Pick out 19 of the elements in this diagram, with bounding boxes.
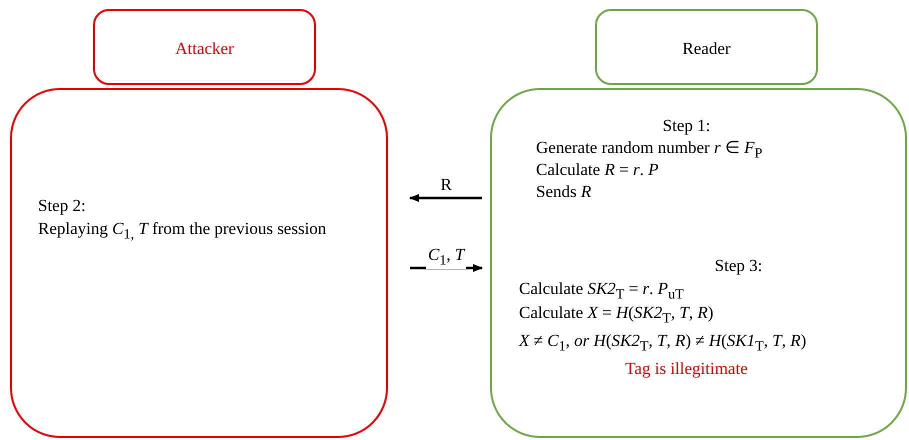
- actor-box: [595, 9, 818, 85]
- result-text: Tag is illegitimate: [624, 359, 749, 379]
- arrow: [409, 194, 482, 202]
- step-text: X ≠ C$_{1}$, or H(SK2$_{T}$, T, R) ≠ H(SK1$_{T}$, T, R): [519, 331, 806, 356]
- process-box: [490, 88, 907, 438]
- step-text: Calculate R = r. P: [536, 160, 658, 180]
- actor-box: [93, 9, 316, 85]
- process-box: [10, 88, 388, 438]
- step-heading: Step 1:: [662, 116, 712, 136]
- arrow: [410, 264, 483, 272]
- step-heading: Step 2:: [38, 196, 86, 216]
- step-text: Sends R: [536, 182, 592, 202]
- step-text: Replaying C$_{1,}$ T from the previous session: [38, 219, 326, 244]
- actor-label: Reader: [681, 39, 732, 59]
- step-heading: Step 3:: [714, 256, 764, 276]
- edge-label: C$_{1}$, T: [426, 246, 466, 270]
- actor-label: Attacker: [174, 39, 235, 59]
- step-text: Calculate X = H(SK2$_{T}$, T, R): [519, 303, 714, 328]
- step-text: Generate random number r ∈ F$_{P}$: [536, 138, 762, 163]
